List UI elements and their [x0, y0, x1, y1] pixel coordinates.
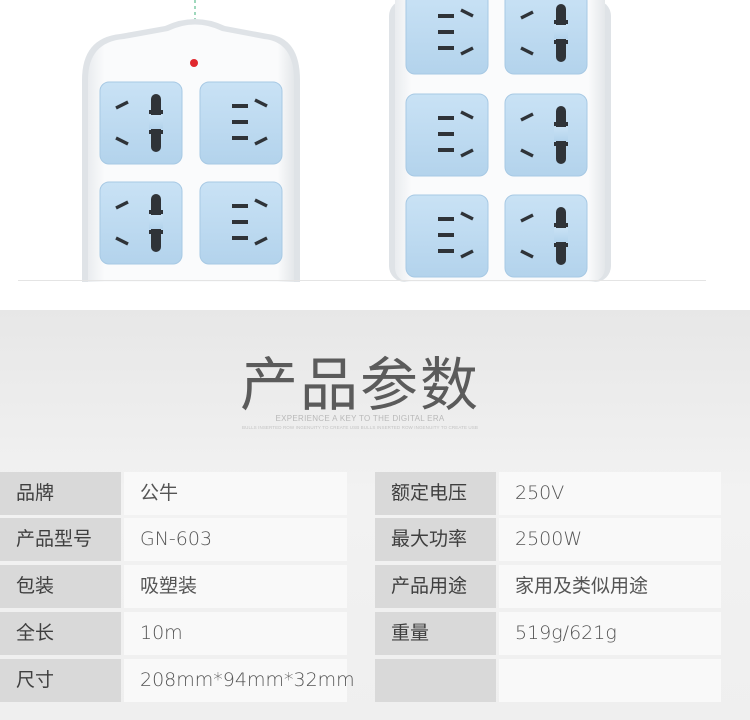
- section-fineprint: BULLS INSERTED ROW INGENUITY TO CREATE U…: [242, 425, 478, 430]
- spec-label: 产品型号: [0, 518, 121, 561]
- spec-value: 2500W: [499, 518, 721, 561]
- spec-label: 额定电压: [375, 472, 496, 515]
- spec-label: 重量: [375, 612, 496, 655]
- spec-label: 全长: [0, 612, 121, 655]
- spec-value: 公牛: [124, 472, 347, 515]
- spec-value: 519g/621g: [499, 612, 721, 655]
- product-photo-area: [0, 0, 750, 310]
- section-tagline: EXPERIENCE A KEY TO THE DIGITAL ERA: [275, 414, 445, 423]
- spec-value-empty: [499, 659, 721, 702]
- spec-value: 吸塑装: [124, 565, 347, 608]
- shelf-line: [18, 280, 706, 281]
- spec-value: 家用及类似用途: [499, 565, 721, 608]
- spec-label: 产品用途: [375, 565, 496, 608]
- spec-label: 品牌: [0, 472, 121, 515]
- spec-value: 10m: [124, 612, 347, 655]
- spec-section: 产品参数 EXPERIENCE A KEY TO THE DIGITAL ERA…: [0, 310, 750, 720]
- spec-label: 包装: [0, 565, 121, 608]
- spec-label: 尺寸: [0, 659, 121, 702]
- spec-value: 250V: [499, 472, 721, 515]
- spec-value: GN-603: [124, 518, 347, 561]
- spec-label-empty: [375, 659, 496, 702]
- spec-value: 208mm*94mm*32mm: [124, 659, 355, 702]
- section-title: 产品参数: [239, 351, 480, 419]
- spec-label: 最大功率: [375, 518, 496, 561]
- power-strip-image: [82, 0, 611, 282]
